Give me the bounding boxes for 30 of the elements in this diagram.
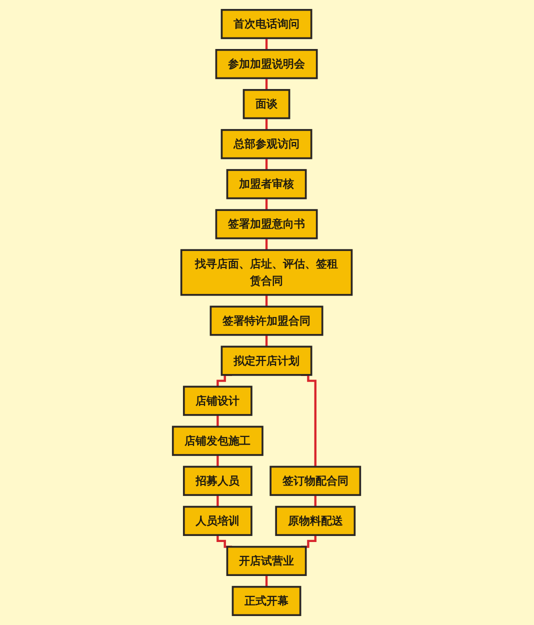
connector [266, 157, 268, 172]
node-box: 招募人员 [183, 466, 253, 496]
node-box: 店铺发包施工 [172, 426, 264, 456]
connector [266, 117, 268, 132]
connector [217, 454, 220, 468]
node-box: 签署特许加盟合同 [210, 306, 324, 336]
node-box: 总部参观访问 [221, 129, 313, 160]
node-box: 面谈 [243, 89, 291, 120]
connector [217, 494, 220, 508]
node-box: 首次电话询问 [221, 8, 313, 40]
connector [266, 77, 268, 92]
connector [314, 494, 317, 508]
connector [266, 197, 268, 212]
connector [266, 237, 268, 252]
node-box: 正式开幕 [232, 586, 302, 616]
node-box: 人员培训 [183, 506, 253, 536]
connector [217, 414, 220, 428]
node-box: 开店试营业 [226, 546, 308, 576]
connector [266, 294, 268, 308]
node-box: 原物料配送 [276, 506, 356, 536]
node-box: 店铺设计 [183, 386, 253, 416]
node-box: 加盟者审核 [226, 169, 308, 200]
node-box: 找寻店面、店址、评估、签租赁合同 [180, 249, 354, 296]
connector [266, 37, 268, 52]
connector [266, 574, 268, 588]
connector [266, 334, 268, 348]
node-box: 参加加盟说明会 [216, 49, 318, 80]
node-box: 签署加盟意向书 [216, 209, 318, 240]
node-box: 签订物配合同 [270, 466, 362, 496]
node-box: 拟定开店计划 [221, 346, 313, 376]
